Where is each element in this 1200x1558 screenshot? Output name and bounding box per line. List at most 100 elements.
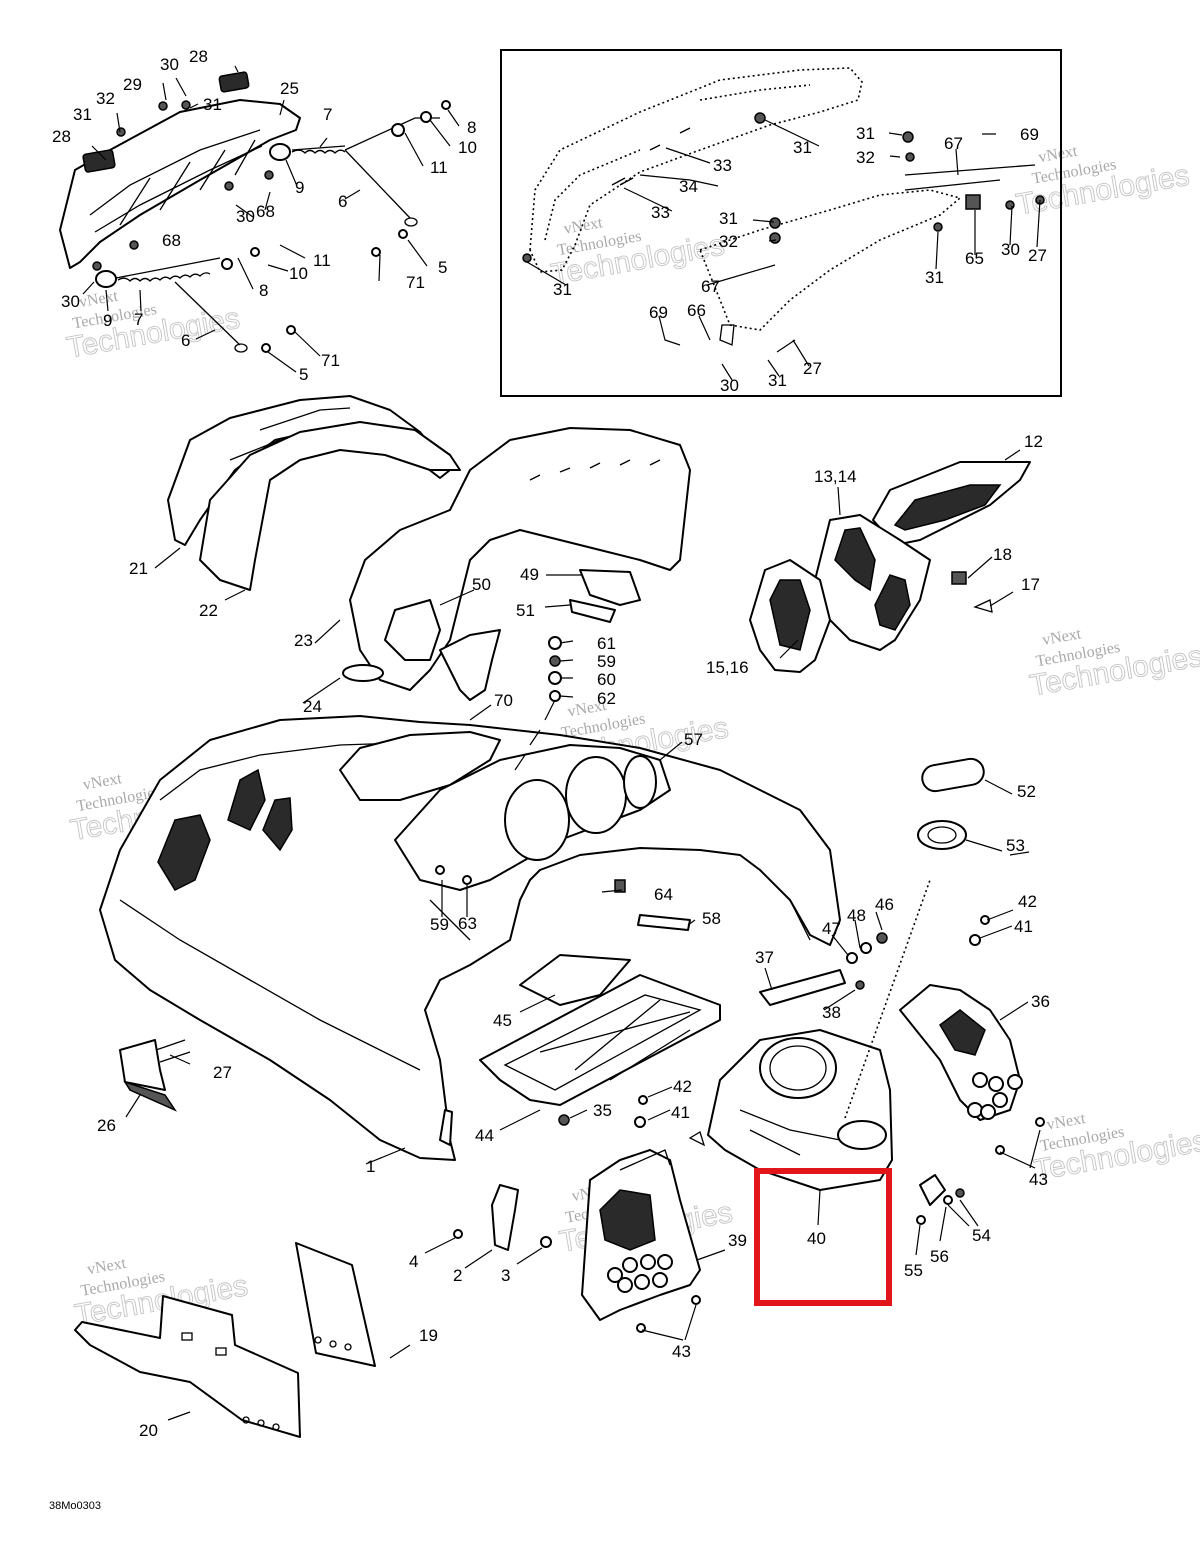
- callout-34: 34: [679, 177, 698, 196]
- callout-10: 10: [458, 138, 477, 157]
- svg-text:vNext: vNext: [1037, 143, 1079, 167]
- callout-17: 17: [1021, 575, 1040, 594]
- callout-52: 52: [1017, 782, 1036, 801]
- callout-56: 56: [930, 1247, 949, 1266]
- callout-5: 5: [438, 258, 447, 277]
- svg-text:vNext: vNext: [562, 214, 604, 238]
- svg-text:vNext: vNext: [1041, 625, 1083, 649]
- callout-2: 2: [453, 1266, 462, 1285]
- callout-30: 30: [236, 207, 255, 226]
- callout-67: 67: [944, 134, 963, 153]
- callout-12: 12: [1024, 432, 1043, 451]
- callout-32: 32: [719, 232, 738, 251]
- callout-3: 3: [501, 1266, 510, 1285]
- watermark: vNext Technologies Technologies: [1027, 625, 1200, 703]
- callout-22: 22: [199, 601, 218, 620]
- callout-39: 39: [728, 1231, 747, 1250]
- svg-text:vNext: vNext: [1045, 1110, 1087, 1134]
- callout-28: 28: [52, 127, 71, 146]
- callout-21: 21: [129, 559, 148, 578]
- storage-trays: [479, 954, 721, 1126]
- callout-42: 42: [1018, 892, 1037, 911]
- callout-37: 37: [755, 948, 774, 967]
- callout-labels: 28 30 29 32 31 31 28 25 7 8 10 11 9 6 30…: [52, 47, 1050, 1440]
- callout-32: 32: [96, 89, 115, 108]
- callout-10: 10: [289, 264, 308, 283]
- callout-53: 53: [1006, 836, 1025, 855]
- latch-parts: [453, 1184, 552, 1251]
- svg-text:vNext: vNext: [82, 770, 124, 794]
- callout-27: 27: [213, 1063, 232, 1082]
- callout-43: 43: [672, 1342, 691, 1361]
- callout-11: 11: [430, 158, 448, 177]
- side-panel-39: [581, 1095, 701, 1333]
- callout-63: 63: [458, 914, 477, 933]
- callout-29: 29: [123, 75, 142, 94]
- callout-59: 59: [597, 652, 616, 671]
- svg-text:vNext: vNext: [78, 287, 120, 311]
- callout-49: 49: [520, 565, 539, 584]
- callout-23: 23: [294, 631, 313, 650]
- callout-69: 69: [1020, 125, 1039, 144]
- callout-30: 30: [61, 292, 80, 311]
- callout-20: 20: [139, 1421, 158, 1440]
- callout-9: 9: [295, 178, 304, 197]
- callout-41: 41: [1014, 917, 1033, 936]
- callout-31: 31: [203, 95, 222, 114]
- small-parts: [342, 569, 985, 931]
- callout-5: 5: [299, 365, 308, 384]
- callout-35: 35: [593, 1101, 612, 1120]
- callout-15-16: 15,16: [706, 658, 749, 677]
- watermark: vNext Technologies Technologies: [64, 287, 243, 365]
- callout-36: 36: [1031, 992, 1050, 1011]
- callout-71: 71: [321, 351, 340, 370]
- figure-code: 38Mo0303: [49, 1500, 101, 1512]
- callout-4: 4: [409, 1252, 418, 1271]
- leader-lines: [82, 65, 1041, 1421]
- callout-33: 33: [713, 156, 732, 175]
- side-vents: [749, 461, 1031, 673]
- brackets: [119, 915, 990, 1112]
- svg-text:vNext: vNext: [566, 697, 608, 721]
- callout-40: 40: [807, 1229, 826, 1248]
- callout-55: 55: [904, 1261, 923, 1280]
- callout-57: 57: [684, 730, 703, 749]
- callout-69: 69: [649, 303, 668, 322]
- hood-panels: [167, 395, 461, 591]
- callout-58: 58: [702, 909, 721, 928]
- callout-54: 54: [972, 1226, 991, 1245]
- callout-61: 61: [597, 634, 616, 653]
- callout-70: 70: [494, 691, 513, 710]
- callout-30: 30: [160, 55, 179, 74]
- callout-31: 31: [73, 105, 92, 124]
- callout-67: 67: [701, 277, 720, 296]
- callout-31: 31: [793, 138, 812, 157]
- callout-28: 28: [189, 47, 208, 66]
- callout-11: 11: [313, 251, 331, 270]
- console-panels: [688, 984, 1045, 1225]
- watermark-group: vNext Technologies Technologies vNext Te…: [64, 143, 1200, 1333]
- callout-68: 68: [256, 202, 275, 221]
- callout-24: 24: [303, 697, 322, 716]
- callout-31: 31: [719, 209, 738, 228]
- highlight-box: [754, 1168, 892, 1306]
- plates: [74, 1242, 376, 1438]
- callout-41: 41: [671, 1103, 690, 1122]
- svg-text:vNext: vNext: [86, 1255, 128, 1279]
- watermark: vNext Technologies Technologies: [548, 214, 727, 292]
- callout-1: 1: [366, 1157, 375, 1176]
- callout-38: 38: [822, 1003, 841, 1022]
- callout-7: 7: [323, 105, 332, 124]
- callout-13-14: 13,14: [814, 467, 857, 486]
- callout-18: 18: [993, 545, 1012, 564]
- callout-8: 8: [467, 118, 476, 137]
- callout-68: 68: [162, 231, 181, 250]
- callout-43: 43: [1029, 1170, 1048, 1189]
- callout-71: 71: [406, 273, 425, 292]
- callout-25: 25: [280, 79, 299, 98]
- callout-60: 60: [597, 670, 616, 689]
- callout-44: 44: [475, 1126, 494, 1145]
- callout-6: 6: [181, 331, 190, 350]
- callout-27: 27: [803, 359, 822, 378]
